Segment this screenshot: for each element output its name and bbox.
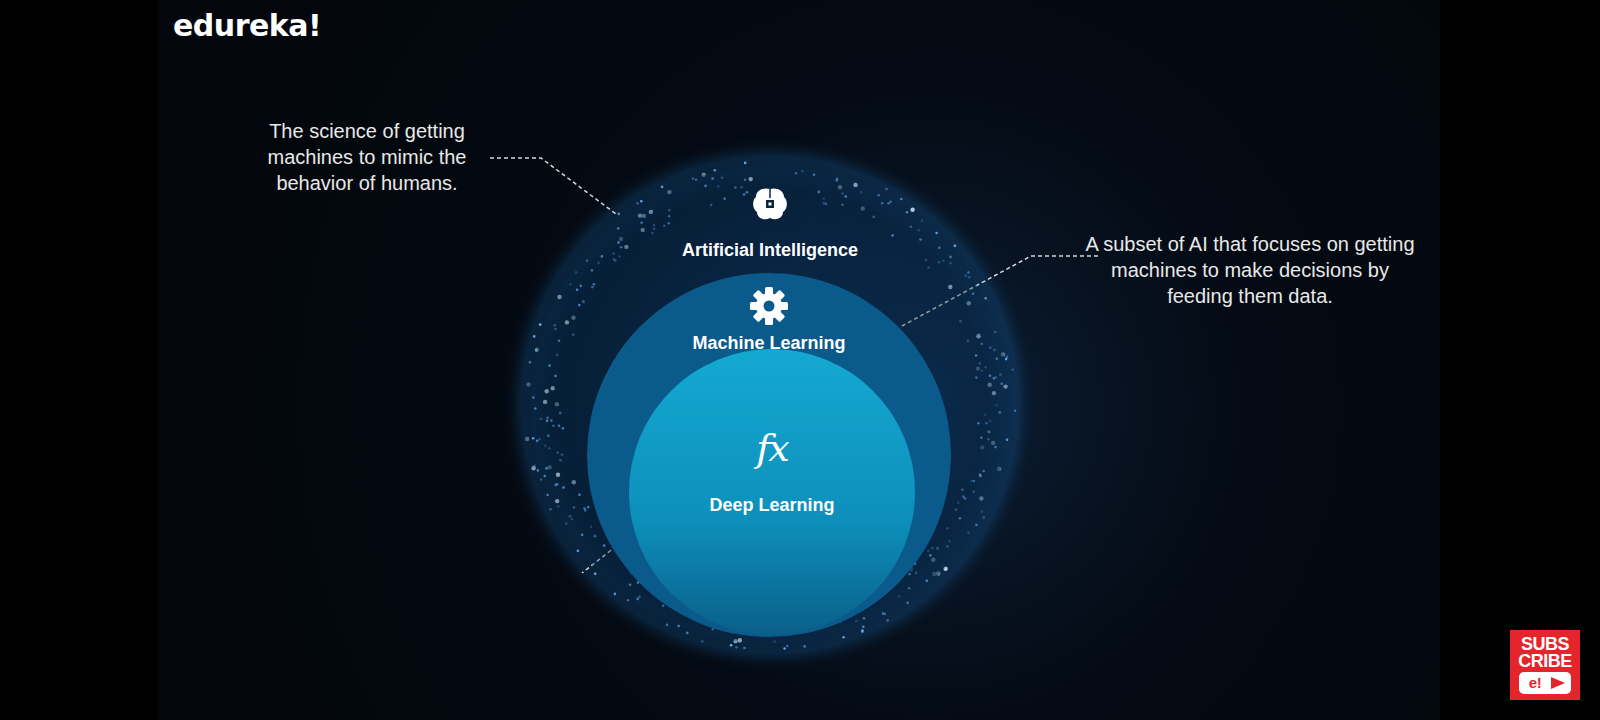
brain-icon <box>753 188 787 219</box>
ring-dot <box>549 508 552 511</box>
leader-line <box>490 158 616 214</box>
ring-dot <box>640 200 643 203</box>
ring-dot <box>533 335 536 338</box>
ring-dot <box>735 646 738 649</box>
ring-dot <box>954 245 957 248</box>
ring-dot <box>786 645 789 648</box>
circle-node: Artificial IntelligenceMachine LearningD… <box>530 165 1010 645</box>
circle-shape <box>628 348 916 636</box>
ring-dot <box>900 198 903 201</box>
ring-dot <box>743 647 746 650</box>
ring-dot <box>636 202 639 205</box>
badge-logo-text: e! <box>1523 674 1547 692</box>
ring-dot <box>803 645 806 648</box>
play-icon <box>1519 672 1571 694</box>
ring-dot <box>526 382 530 386</box>
ring-dot <box>984 297 987 300</box>
ring-dot <box>885 188 888 191</box>
ring-dot <box>540 478 543 481</box>
ring-dot <box>618 213 621 216</box>
ring-dot <box>529 361 532 364</box>
ring-dot <box>533 465 536 468</box>
ring-dot <box>686 632 689 635</box>
node-title: Deep Learning <box>628 494 916 516</box>
ring-dot <box>982 516 985 519</box>
ring-dot <box>886 619 889 622</box>
ring-dot <box>1005 358 1008 361</box>
callout-text: A subset of AI that focuses on getting m… <box>1085 231 1415 309</box>
circle-node: Machine LearningDeep Learningfx <box>586 272 952 638</box>
ring-dot <box>842 636 845 639</box>
ring-dot <box>627 599 630 602</box>
dot-ring <box>525 162 1016 650</box>
circle-node: Deep Learning fx <box>628 348 916 636</box>
ring-dot <box>1014 410 1017 413</box>
ring-dot <box>577 550 580 553</box>
ring-dot <box>862 625 865 628</box>
ring-dot <box>910 208 914 212</box>
function-symbol: fx <box>628 426 916 470</box>
node-title: Artificial Intelligence <box>530 239 1010 261</box>
gear-icon <box>750 287 788 325</box>
badge-text: SUBS <box>1510 635 1580 653</box>
brand-logo: edureka! <box>173 8 321 43</box>
ring-dot <box>537 469 540 472</box>
ring-dot <box>714 169 717 172</box>
callout-text: The science of getting machines to mimic… <box>247 118 487 196</box>
ring-dot <box>906 601 909 604</box>
ring-dot <box>1012 369 1015 372</box>
ring-dot <box>744 162 747 165</box>
ring-dot <box>594 573 597 576</box>
ring-dot <box>539 323 542 326</box>
glow <box>500 135 1040 675</box>
logo-box: e! <box>1519 672 1571 694</box>
subscribe-badge: e! SUBSCRIBE <box>1510 630 1580 700</box>
ring-dot <box>861 629 864 632</box>
ring-dot <box>614 593 617 596</box>
ring-dot <box>661 186 664 189</box>
ring-dot <box>783 647 786 650</box>
ring-dot <box>701 640 704 643</box>
badge-text: CRIBE <box>1510 652 1580 670</box>
ring-dot <box>666 624 669 627</box>
ring-dot <box>525 437 529 441</box>
ring-dot <box>730 644 733 647</box>
